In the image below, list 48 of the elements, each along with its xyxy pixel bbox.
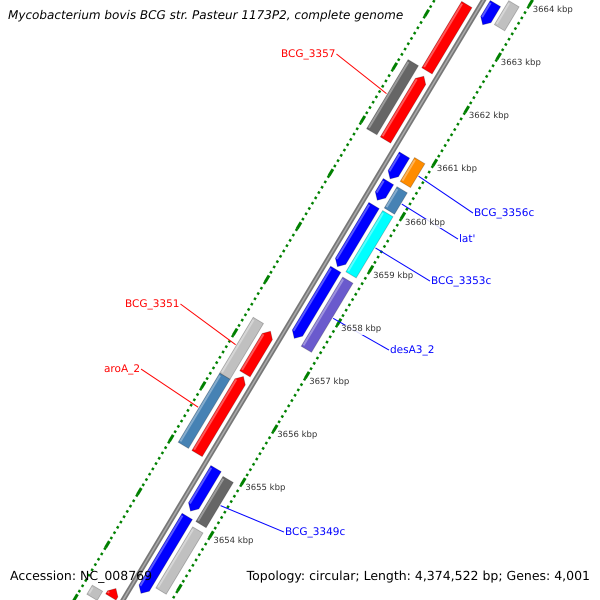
gene-feature bbox=[345, 210, 394, 278]
scale-label: 3661 kbp bbox=[436, 165, 477, 176]
scale-label: 3664 kbp bbox=[532, 6, 573, 16]
gene-feature bbox=[239, 330, 273, 378]
gene-feature bbox=[366, 59, 419, 136]
gene-feature bbox=[191, 376, 246, 458]
gene-feature bbox=[388, 151, 410, 180]
scale-label: 3660 kbp bbox=[405, 218, 446, 228]
gene-feature bbox=[178, 372, 231, 449]
scale-label: 3663 kbp bbox=[500, 59, 541, 69]
leader-line bbox=[336, 54, 387, 94]
gene-label: BCG_3349c bbox=[285, 526, 346, 538]
scale-label: 3659 kbp bbox=[373, 272, 414, 282]
gene-feature bbox=[494, 0, 520, 32]
gene-label: lat' bbox=[459, 233, 476, 246]
scale-label: 3655 kbp bbox=[245, 484, 286, 494]
leader-line bbox=[180, 304, 236, 346]
gene-feature bbox=[400, 156, 426, 188]
footer-text: Topology: circular; Length: 4,374,522 bp; Genes: 4,001 bbox=[246, 569, 590, 584]
leader-line bbox=[418, 176, 474, 214]
leader-line bbox=[374, 247, 430, 282]
scale-label: 3656 kbp bbox=[277, 431, 318, 441]
gene-feature bbox=[421, 0, 473, 75]
gene-feature bbox=[384, 186, 408, 215]
gene-label: BCG_3353c bbox=[431, 275, 492, 288]
gene-label: BCG_3356c bbox=[474, 207, 534, 220]
gene-feature bbox=[155, 526, 204, 595]
leader-line bbox=[220, 505, 284, 533]
gene-label: BCG_3357 bbox=[281, 48, 336, 60]
gene-label: aroA_2 bbox=[104, 363, 140, 376]
gene-feature bbox=[374, 178, 394, 201]
gene-feature bbox=[219, 316, 264, 380]
scale-label: 3658 kbp bbox=[341, 324, 382, 335]
gene-label: desA3_2 bbox=[390, 344, 434, 356]
gene-feature bbox=[86, 584, 104, 600]
title: Mycobacterium bovis BCG str. Pasteur 1173P2, complete genome bbox=[8, 9, 404, 23]
gene-feature bbox=[380, 76, 426, 144]
scale-label: 3657 kbp bbox=[309, 378, 350, 388]
gene-label: BCG_3351 bbox=[125, 298, 180, 310]
gene-feature bbox=[188, 464, 222, 512]
gene-feature bbox=[334, 202, 380, 268]
gene-feature bbox=[480, 0, 502, 26]
scale-label: 3662 kbp bbox=[468, 112, 509, 122]
leader-line bbox=[140, 368, 199, 408]
scale-label: 3654 kbp bbox=[213, 537, 254, 548]
gene-feature bbox=[105, 588, 118, 600]
gene-feature bbox=[195, 476, 234, 528]
gene-feature bbox=[292, 266, 342, 339]
